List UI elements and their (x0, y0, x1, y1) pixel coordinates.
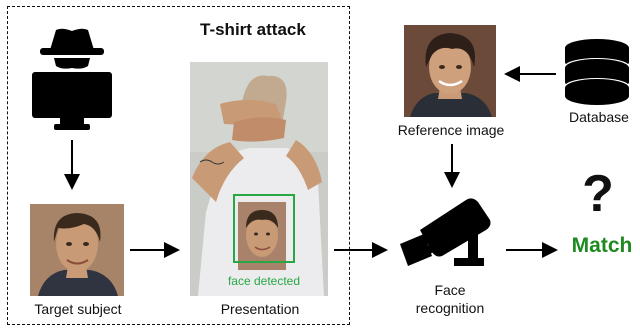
attack-title: T-shirt attack (200, 20, 306, 39)
hacker-at-computer-icon (32, 28, 112, 130)
match-label: Match (571, 234, 633, 257)
face-recognition-label-line2: recognition (415, 300, 485, 316)
face-detected-label: face detected (222, 274, 306, 288)
reference-image-photo (404, 25, 496, 117)
database-icon (565, 39, 629, 105)
presentation-photo (190, 62, 328, 296)
security-camera-icon (400, 198, 491, 266)
face-detection-box (233, 194, 295, 263)
database-label: Database (569, 109, 629, 125)
attack-boundary-box (7, 6, 350, 325)
face-recognition-label-line1: Face (434, 282, 466, 298)
target-subject-photo (30, 204, 124, 296)
question-mark-icon: ? (582, 165, 614, 223)
presentation-label: Presentation (220, 301, 300, 317)
reference-image-label: Reference image (397, 122, 505, 138)
target-subject-label: Target subject (34, 301, 122, 317)
